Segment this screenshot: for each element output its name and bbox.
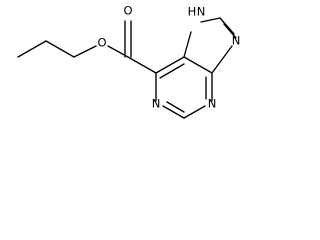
ring-n3-c2 [183,105,206,119]
imidazole-nitrogen-label: N [232,34,241,48]
ring-double-c2-n1 [166,101,185,113]
nh-hydrogen-label: H [188,5,197,19]
ethyl-bond-2 [45,40,75,58]
imidazole-n9-c4 [211,45,233,74]
structure-canvas: O O H N N N N [0,0,248,132]
imidazole-c5-n7 [183,31,192,58]
ring-c5-c4 [183,56,213,74]
carboxyl-ring-bond [127,56,157,74]
molecule-diagram: O O H N N N N [17,4,240,119]
ester-o-bond-left [73,45,97,58]
ring-c2-n1 [162,105,185,119]
imidazole-n7-c8 [200,17,221,23]
atom-labels: O O H N N N N [97,4,240,111]
pyrimidine-nitrogen-left-label: N [152,97,161,111]
ring-double-c6-c5 [159,63,185,79]
carbonyl-oxygen-label: O [123,4,132,18]
pyrimidine-nitrogen-right-label: N [208,97,217,111]
ring-c6-c5 [155,56,185,74]
bond-layer [17,17,237,119]
ethyl-bond-1 [17,40,47,58]
imidazole-c8-n9 [219,17,235,35]
nh-nitrogen-label: N [197,5,206,19]
imidazole-double-c8-n9 [223,23,237,39]
ester-oxygen-label: O [97,36,106,50]
